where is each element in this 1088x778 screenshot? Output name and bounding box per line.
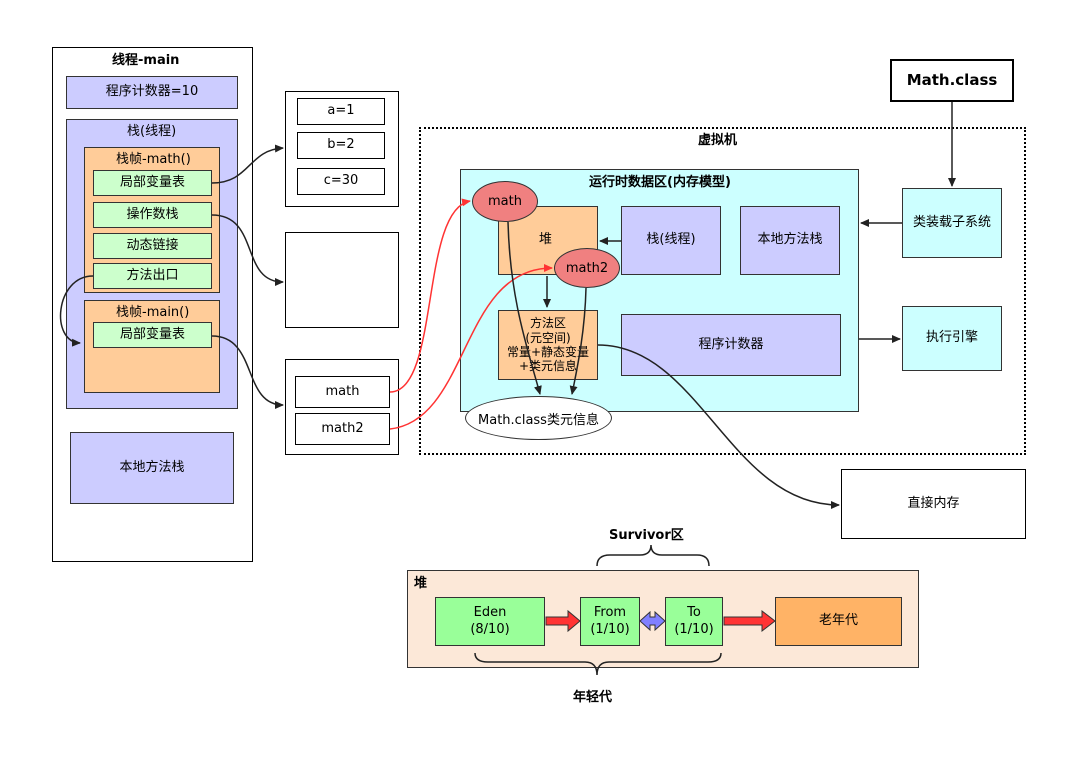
frame-math-locals: 局部变量表 — [93, 170, 212, 196]
survivor-label: Survivor区 — [609, 528, 684, 543]
young-gen-label: 年轻代 — [573, 690, 613, 705]
heap-object-math: math — [472, 181, 538, 222]
locals-math-a: a=1 — [297, 98, 385, 125]
frame-math-operand-stack: 操作数栈 — [93, 202, 212, 228]
jvm-title: 虚拟机 — [698, 133, 738, 148]
thread-stack-title: 栈(线程) — [127, 124, 177, 139]
thread-main-panel — [52, 47, 253, 562]
heap-gen-title: 堆 — [414, 576, 428, 591]
class-metadata-oval: Math.class类元信息 — [465, 396, 612, 440]
frame-math-title: 栈帧-math() — [116, 152, 191, 167]
thread-pc-box: 程序计数器=10 — [66, 76, 238, 109]
jvm-pc-box: 程序计数器 — [621, 314, 841, 376]
jvm-stack-box: 栈(线程) — [621, 206, 721, 275]
runtime-data-area-title: 运行时数据区(内存模型) — [589, 175, 731, 190]
from-box: From (1/10) — [580, 597, 640, 646]
locals-math-panel — [285, 91, 399, 207]
locals-math-b: b=2 — [297, 132, 385, 159]
eden-box: Eden (8/10) — [435, 597, 545, 646]
heap-object-math2: math2 — [554, 248, 620, 288]
exec-engine-box: 执行引擎 — [902, 306, 1002, 371]
frame-math-return: 方法出口 — [93, 263, 212, 289]
survivor-brace — [596, 544, 710, 567]
direct-memory-box: 直接内存 — [841, 469, 1026, 539]
jvm-method-area-box: 方法区 (元空间) 常量+静态变量+类元信息 — [498, 310, 598, 380]
frame-main-title: 栈帧-main() — [116, 305, 190, 320]
locals-main-math2: math2 — [295, 413, 390, 445]
operand-stack-panel — [285, 232, 399, 328]
frame-main-locals: 局部变量表 — [93, 322, 212, 348]
frame-math-dynamic-link: 动态链接 — [93, 233, 212, 259]
to-box: To (1/10) — [665, 597, 723, 646]
thread-native-stack: 本地方法栈 — [70, 432, 234, 504]
locals-math-c: c=30 — [297, 168, 385, 195]
class-loader-box: 类装载子系统 — [902, 188, 1002, 258]
locals-main-math: math — [295, 376, 390, 408]
old-gen-box: 老年代 — [775, 597, 902, 646]
thread-main-title: 线程-main — [112, 53, 180, 68]
math-class-box: Math.class — [890, 59, 1014, 102]
jvm-native-stack-box: 本地方法栈 — [740, 206, 840, 275]
